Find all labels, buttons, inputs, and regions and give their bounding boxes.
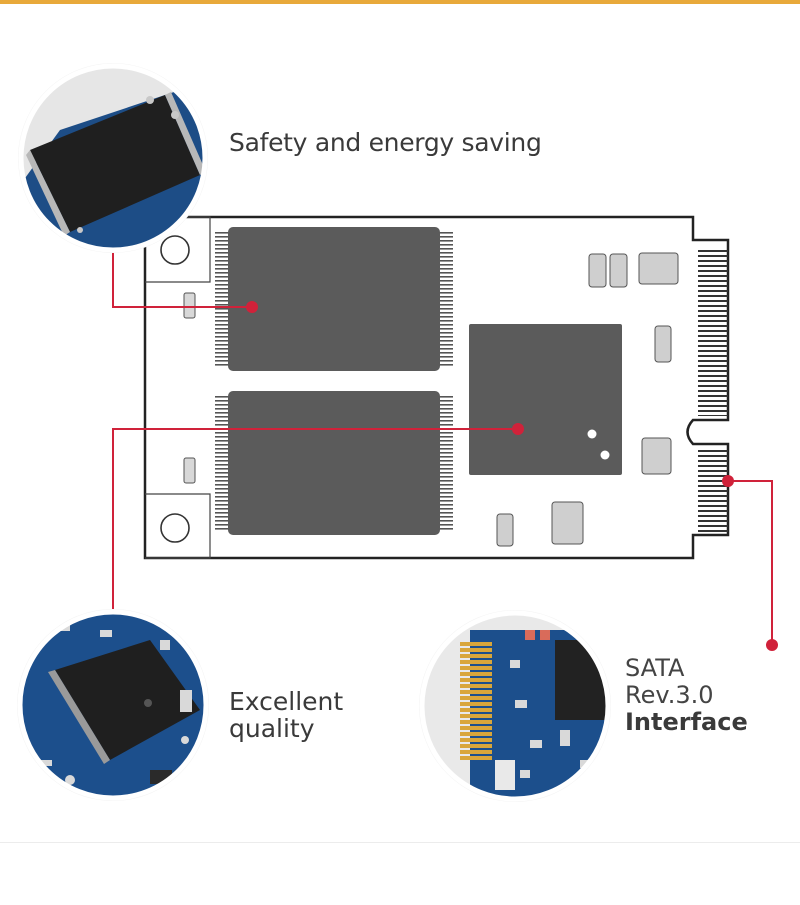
- nand-chip-closeup-icon: [18, 63, 208, 253]
- interface-line3: Interface: [625, 708, 748, 736]
- nand-chip-bottom: [215, 391, 453, 535]
- mount-hole-bottom: [160, 513, 190, 543]
- callout-label-quality: Excellent quality: [229, 688, 343, 742]
- bottom-divider: [0, 842, 800, 843]
- callout-label-safety: Safety and energy saving: [229, 128, 542, 157]
- top-accent-rule: [0, 0, 800, 4]
- mount-hole-top: [160, 235, 190, 265]
- connector-closeup-icon: [419, 610, 611, 802]
- nand-chip-top: [215, 227, 453, 371]
- interface-line1: SATA: [625, 654, 685, 682]
- edge-pins-upper: [698, 250, 728, 416]
- edge-pins-lower: [698, 448, 728, 532]
- callout-lines: [112, 238, 773, 645]
- quality-line1: Excellent: [229, 687, 344, 716]
- controller-chip-closeup-icon: [17, 609, 209, 801]
- interface-line2: Rev.3.0: [625, 681, 714, 709]
- controller-chip: [469, 324, 622, 475]
- quality-line2: quality: [229, 714, 315, 743]
- ssd-board: [143, 215, 730, 560]
- callout-label-interface: SATA Rev.3.0 Interface: [625, 655, 748, 736]
